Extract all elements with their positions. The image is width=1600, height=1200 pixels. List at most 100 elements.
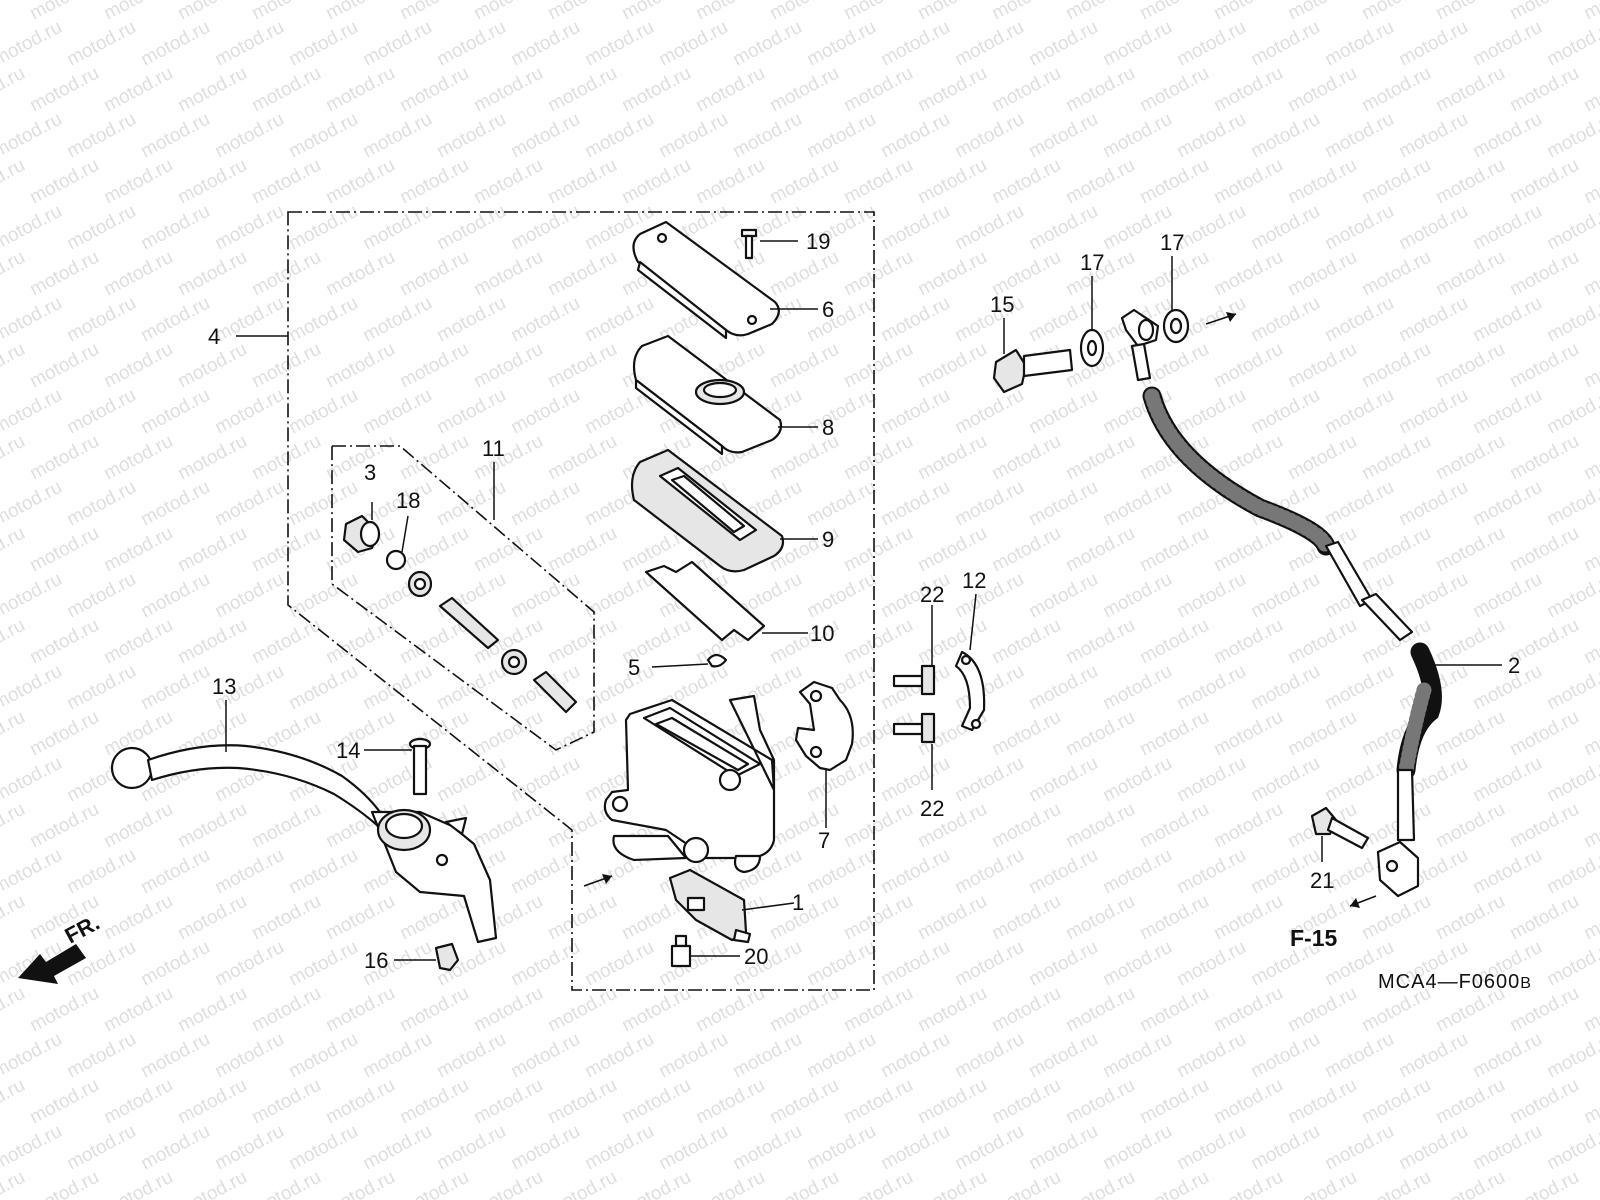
watermark-text: motod.ru xyxy=(1580,155,1600,209)
watermark-text: motod.ru xyxy=(211,845,287,899)
watermark-text: motod.ru xyxy=(766,983,842,1037)
watermark-text: motod.ru xyxy=(988,0,1064,24)
watermark-text: motod.ru xyxy=(396,247,472,301)
watermark-text: motod.ru xyxy=(1247,1029,1323,1083)
watermark-text: motod.ru xyxy=(1025,1029,1101,1083)
leader-lines xyxy=(225,240,1502,961)
watermark-text: motod.ru xyxy=(951,1121,1027,1175)
watermark-text: motod.ru xyxy=(507,385,583,439)
watermark-text: motod.ru xyxy=(1358,339,1434,393)
watermark-text: motod.ru xyxy=(1395,1029,1471,1083)
diaphragm-plate xyxy=(632,334,783,456)
watermark-text: motod.ru xyxy=(137,1029,213,1083)
watermark-text: motod.ru xyxy=(1580,799,1600,853)
watermark-text: motod.ru xyxy=(174,155,250,209)
watermark-text: motod.ru xyxy=(1210,63,1286,117)
watermark-text: motod.ru xyxy=(63,201,139,255)
watermark-text: motod.ru xyxy=(1432,339,1508,393)
watermark-text: motod.ru xyxy=(1025,201,1101,255)
watermark-text: motod.ru xyxy=(1099,569,1175,623)
watermark-text: motod.ru xyxy=(248,339,324,393)
watermark-text: motod.ru xyxy=(1395,1121,1471,1175)
watermark-text: motod.ru xyxy=(1506,523,1582,577)
watermark-text: motod.ru xyxy=(544,615,620,669)
watermark-text: motod.ru xyxy=(1432,891,1508,945)
watermark-text: motod.ru xyxy=(951,385,1027,439)
watermark-text: motod.ru xyxy=(248,523,324,577)
watermark-text: motod.ru xyxy=(0,845,66,899)
watermark-text: motod.ru xyxy=(803,293,879,347)
watermark-text: motod.ru xyxy=(877,477,953,531)
watermark-text: motod.ru xyxy=(1284,339,1360,393)
watermark-text: motod.ru xyxy=(174,1075,250,1129)
watermark-text: motod.ru xyxy=(396,0,472,24)
watermark-text: motod.ru xyxy=(359,385,435,439)
watermark-text: motod.ru xyxy=(507,1029,583,1083)
watermark-text: motod.ru xyxy=(433,293,509,347)
watermark-text: motod.ru xyxy=(1469,845,1545,899)
watermark-text: motod.ru xyxy=(470,707,546,761)
watermark-text: motod.ru xyxy=(914,615,990,669)
sealing-washers xyxy=(1079,308,1190,368)
watermark-text: motod.ru xyxy=(1321,17,1397,71)
watermark-text: motod.ru xyxy=(211,17,287,71)
watermark-text: motod.ru xyxy=(211,1029,287,1083)
watermark-text: motod.ru xyxy=(1358,155,1434,209)
watermark-text: motod.ru xyxy=(766,155,842,209)
watermark-text: motod.ru xyxy=(1284,0,1360,24)
watermark-text: motod.ru xyxy=(1247,385,1323,439)
watermark-text: motod.ru xyxy=(1358,1075,1434,1129)
watermark-text: motod.ru xyxy=(1173,661,1249,715)
watermark-text: motod.ru xyxy=(618,0,694,24)
watermark-text: motod.ru xyxy=(1506,707,1582,761)
watermark-text: motod.ru xyxy=(26,431,102,485)
watermark-text: motod.ru xyxy=(1580,891,1600,945)
callout-21: 21 xyxy=(1310,868,1334,893)
watermark-text: motod.ru xyxy=(248,0,324,24)
watermark-text: motod.ru xyxy=(951,753,1027,807)
watermark-text: motod.ru xyxy=(1210,1167,1286,1200)
master-cylinder-body xyxy=(603,694,776,874)
watermark-text: motod.ru xyxy=(1025,845,1101,899)
watermark-text: motod.ru xyxy=(248,983,324,1037)
callout-22-top: 22 xyxy=(920,582,944,607)
callout-20: 20 xyxy=(744,944,768,969)
reference-label: F-15 xyxy=(1290,925,1338,951)
watermark-text: motod.ru xyxy=(951,109,1027,163)
watermark-text: motod.ru xyxy=(100,247,176,301)
watermark-text: motod.ru xyxy=(26,615,102,669)
watermark-text: motod.ru xyxy=(396,891,472,945)
watermark-text: motod.ru xyxy=(248,1167,324,1200)
watermark-text: motod.ru xyxy=(1062,523,1138,577)
watermark-text: motod.ru xyxy=(914,983,990,1037)
watermark-text: motod.ru xyxy=(211,477,287,531)
watermark-text: motod.ru xyxy=(285,201,361,255)
watermark-text: motod.ru xyxy=(322,0,398,24)
callout-17-left: 17 xyxy=(1080,250,1104,275)
watermark-text: motod.ru xyxy=(581,1029,657,1083)
watermark-text: motod.ru xyxy=(359,1029,435,1083)
watermark-text: motod.ru xyxy=(1284,707,1360,761)
watermark-text: motod.ru xyxy=(174,63,250,117)
watermark-text: motod.ru xyxy=(26,339,102,393)
watermark-text: motod.ru xyxy=(1321,753,1397,807)
watermark-text: motod.ru xyxy=(1173,753,1249,807)
watermark-text: motod.ru xyxy=(211,293,287,347)
watermark-text: motod.ru xyxy=(0,201,66,255)
watermark-text: motod.ru xyxy=(951,477,1027,531)
watermark-text: motod.ru xyxy=(1284,1167,1360,1200)
watermark-text: motod.ru xyxy=(100,1075,176,1129)
float-plate xyxy=(644,560,766,642)
watermark-text: motod.ru xyxy=(1099,937,1175,991)
watermark-text: motod.ru xyxy=(211,569,287,623)
watermark-text: motod.ru xyxy=(1432,523,1508,577)
watermark-text: motod.ru xyxy=(1469,753,1545,807)
watermark-text: motod.ru xyxy=(1284,63,1360,117)
watermark-text: motod.ru xyxy=(766,799,842,853)
watermark-text: motod.ru xyxy=(1099,845,1175,899)
watermark-text: motod.ru xyxy=(1173,17,1249,71)
watermark-text: motod.ru xyxy=(470,155,546,209)
callout-19: 19 xyxy=(806,229,830,254)
watermark-text: motod.ru xyxy=(1395,569,1471,623)
